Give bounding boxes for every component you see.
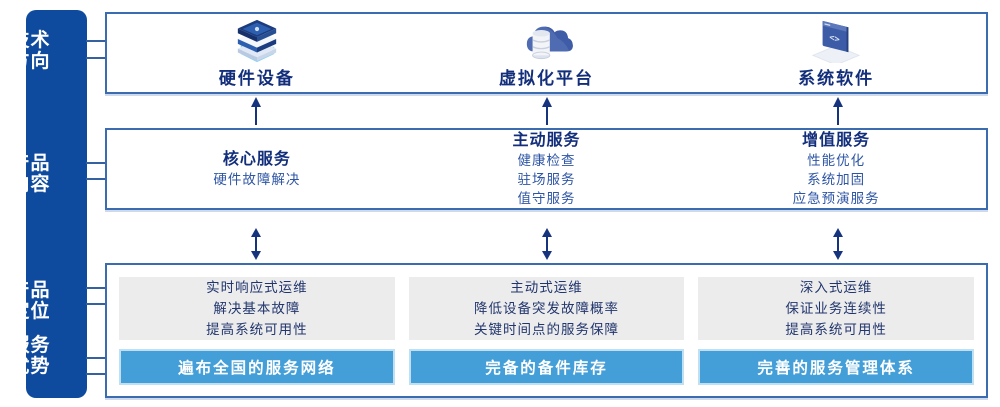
up-arrow-icon — [832, 97, 843, 125]
connector-line — [86, 57, 106, 59]
tech-item-hardware: 硬件设备 — [119, 14, 395, 92]
rail-label-product-position: 产品定位 — [10, 280, 51, 322]
service-group-value-added: 增值服务 性能优化 系统加固 应急预演服务 — [698, 130, 974, 208]
position-description-box: 深入式运维 保证业务连续性 提高系统可用性 — [698, 277, 974, 340]
position-line: 解决基本故障 — [213, 301, 301, 316]
up-arrow-icon — [250, 97, 261, 125]
connector-line — [86, 40, 106, 42]
position-line: 关键时间点的服务保障 — [473, 322, 619, 337]
double-arrow-icon — [832, 228, 843, 260]
arrows-content-to-tech — [105, 97, 988, 125]
connector-line — [86, 162, 106, 164]
position-column-deep: 深入式运维 保证业务连续性 提高系统可用性 完善的服务管理体系 — [698, 265, 974, 397]
position-line: 保证业务连续性 — [785, 301, 887, 316]
category-rail — [26, 10, 87, 398]
position-line: 深入式运维 — [799, 280, 873, 295]
svg-text:<>: <> — [830, 33, 840, 45]
position-line: 提高系统可用性 — [785, 322, 887, 337]
rail-label-service-advantage: 服务优势 — [10, 335, 51, 377]
connector-line — [86, 287, 106, 289]
rail-label-tech-direction: 技术方向 — [10, 30, 51, 72]
cloud-database-icon — [527, 26, 574, 60]
service-item: 性能优化 — [807, 153, 866, 168]
service-group-title: 核心服务 — [222, 151, 291, 168]
service-group-core: 核心服务 硬件故障解决 — [119, 130, 395, 208]
product-content-panel: 核心服务 硬件故障解决 主动服务 健康检查 驻场服务 值守服务 增值服务 性能优… — [105, 128, 988, 210]
connector-line — [86, 178, 106, 180]
rail-label-product-content: 产品内容 — [10, 153, 51, 195]
double-arrow-icon — [541, 228, 552, 260]
connector-line — [86, 373, 106, 375]
service-item: 系统加固 — [807, 172, 866, 187]
service-item: 硬件故障解决 — [213, 172, 301, 187]
service-group-proactive: 主动服务 健康检查 驻场服务 值守服务 — [409, 130, 685, 208]
position-line: 主动式运维 — [510, 280, 583, 295]
product-position-panel: 实时响应式运维 解决基本故障 提高系统可用性 遍布全国的服务网络 主动式运维 降… — [105, 263, 988, 398]
tech-item-virtualization: 虚拟化平台 — [409, 14, 685, 92]
code-window-icon: <> — [811, 20, 861, 63]
advantage-banner: 遍布全国的服务网络 — [119, 349, 395, 385]
service-item: 值守服务 — [517, 191, 576, 206]
service-group-title: 增值服务 — [802, 132, 871, 149]
advantage-banner: 完备的备件库存 — [408, 349, 685, 385]
up-arrow-icon — [541, 97, 552, 125]
connector-line — [86, 303, 106, 305]
service-item: 驻场服务 — [517, 172, 576, 187]
tech-item-label: 虚拟化平台 — [498, 69, 594, 88]
advantage-banner: 完善的服务管理体系 — [698, 349, 974, 385]
server-stack-icon — [237, 19, 276, 63]
position-line: 实时响应式运维 — [206, 280, 308, 295]
tech-item-label: 硬件设备 — [218, 69, 295, 88]
position-column-proactive: 主动式运维 降低设备突发故障概率 关键时间点的服务保障 完备的备件库存 — [408, 265, 685, 397]
service-group-title: 主动服务 — [512, 132, 581, 149]
position-description-box: 主动式运维 降低设备突发故障概率 关键时间点的服务保障 — [408, 277, 685, 340]
position-column-realtime: 实时响应式运维 解决基本故障 提高系统可用性 遍布全国的服务网络 — [119, 265, 395, 397]
service-item: 应急预演服务 — [792, 191, 880, 206]
tech-item-label: 系统软件 — [798, 69, 875, 88]
double-arrow-icon — [250, 228, 261, 260]
connector-line — [86, 357, 106, 359]
position-description-box: 实时响应式运维 解决基本故障 提高系统可用性 — [119, 277, 395, 340]
arrows-content-to-position — [105, 228, 988, 260]
tech-direction-panel: 硬件设备 虚拟化平台 — [105, 12, 988, 94]
position-line: 提高系统可用性 — [206, 322, 308, 337]
position-line: 降低设备突发故障概率 — [473, 301, 619, 316]
service-item: 健康检查 — [517, 153, 576, 168]
tech-item-system-software: <> 系统软件 — [698, 14, 974, 92]
